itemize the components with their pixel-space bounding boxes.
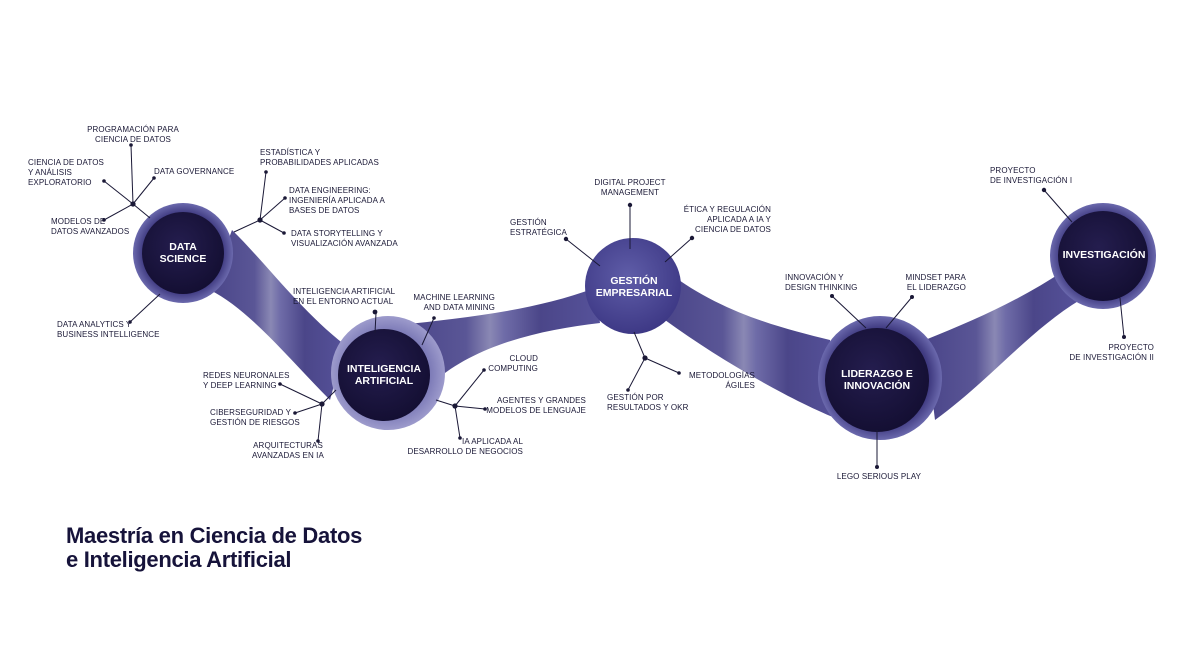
hub-inteligencia-artificial: INTELIGENCIA ARTIFICIAL <box>346 363 422 387</box>
hub-investigacion: INVESTIGACIÓN <box>1062 249 1146 261</box>
node-investigacion <box>1050 203 1156 309</box>
topic-programacion: PROGRAMACIÓN PARA CIENCIA DE DATOS <box>87 125 179 144</box>
topic-modelos-datos: MODELOS DE DATOS AVANZADOS <box>51 217 130 236</box>
topic-data-storytelling: DATA STORYTELLING Y VISUALIZACIÓN AVANZA… <box>291 229 398 248</box>
topic-estadistica: ESTADÍSTICA Y PROBABILIDADES APLICADAS <box>260 148 379 167</box>
hub-gestion-empresarial: GESTIÓN EMPRESARIAL <box>595 275 673 299</box>
topic-ciencia-datos: CIENCIA DE DATOS Y ANÁLISIS EXPLORATORIO <box>28 158 104 187</box>
connector-band <box>210 230 1080 420</box>
topic-data-engineering: DATA ENGINEERING: INGENIERÍA APLICADA A … <box>289 186 385 215</box>
program-title: Maestría en Ciencia de Datos e Inteligen… <box>66 523 363 572</box>
node-gestion-empresarial <box>585 238 681 334</box>
topic-gestion-resultados: GESTIÓN POR RESULTADOS Y OKR <box>607 393 689 412</box>
topic-proyecto-1: PROYECTO DE INVESTIGACIÓN I <box>990 166 1073 185</box>
node-liderazgo <box>818 316 942 440</box>
topic-etica: ÉTICA Y REGULACIÓN APLICADA A IA Y CIENC… <box>683 205 771 234</box>
topic-data-analytics: DATA ANALYTICS Y BUSINESS INTELLIGENCE <box>57 320 160 339</box>
topic-proyecto-2: PROYECTO DE INVESTIGACIÓN II <box>1069 343 1154 362</box>
node-data-science <box>133 203 233 303</box>
topic-gestion-estrategica: GESTIÓN ESTRATÉGICA <box>510 218 567 237</box>
topic-ia-entorno: INTELIGENCIA ARTIFICIAL EN EL ENTORNO AC… <box>293 287 396 306</box>
topic-ciberseguridad: CIBERSEGURIDAD Y GESTIÓN DE RIESGOS <box>210 408 300 427</box>
topic-connectors <box>103 144 1125 467</box>
topic-cloud: CLOUD COMPUTING <box>488 354 538 373</box>
topic-dots <box>102 143 1126 469</box>
hub-data-science: DATA SCIENCE <box>159 241 207 265</box>
topic-lego: LEGO SERIOUS PLAY <box>836 472 922 481</box>
topic-redes-neuronales: REDES NEURONALES Y DEEP LEARNING <box>203 371 290 390</box>
topic-arquitecturas: ARQUITECTURAS AVANZADAS EN IA <box>252 441 324 460</box>
topic-ia-negocios: IA APLICADA AL DESARROLLO DE NEGOCIOS <box>407 437 523 456</box>
topic-digital-project: DIGITAL PROJECT MANAGEMENT <box>594 178 666 197</box>
topic-data-governance: DATA GOVERNANCE <box>154 167 235 176</box>
hub-liderazgo: LIDERAZGO E INNOVACIÓN <box>841 368 913 392</box>
topic-mindset: MINDSET PARA EL LIDERAZGO <box>905 273 966 292</box>
topic-innovacion: INNOVACIÓN Y DESIGN THINKING <box>785 273 858 292</box>
topic-metodologias: METODOLOGÍAS ÁGILES <box>689 371 755 390</box>
node-inteligencia-artificial <box>331 316 445 430</box>
topic-machine-learning: MACHINE LEARNING AND DATA MINING <box>413 293 495 312</box>
topic-agentes: AGENTES Y GRANDES MODELOS DE LENGUAJE <box>486 396 586 415</box>
